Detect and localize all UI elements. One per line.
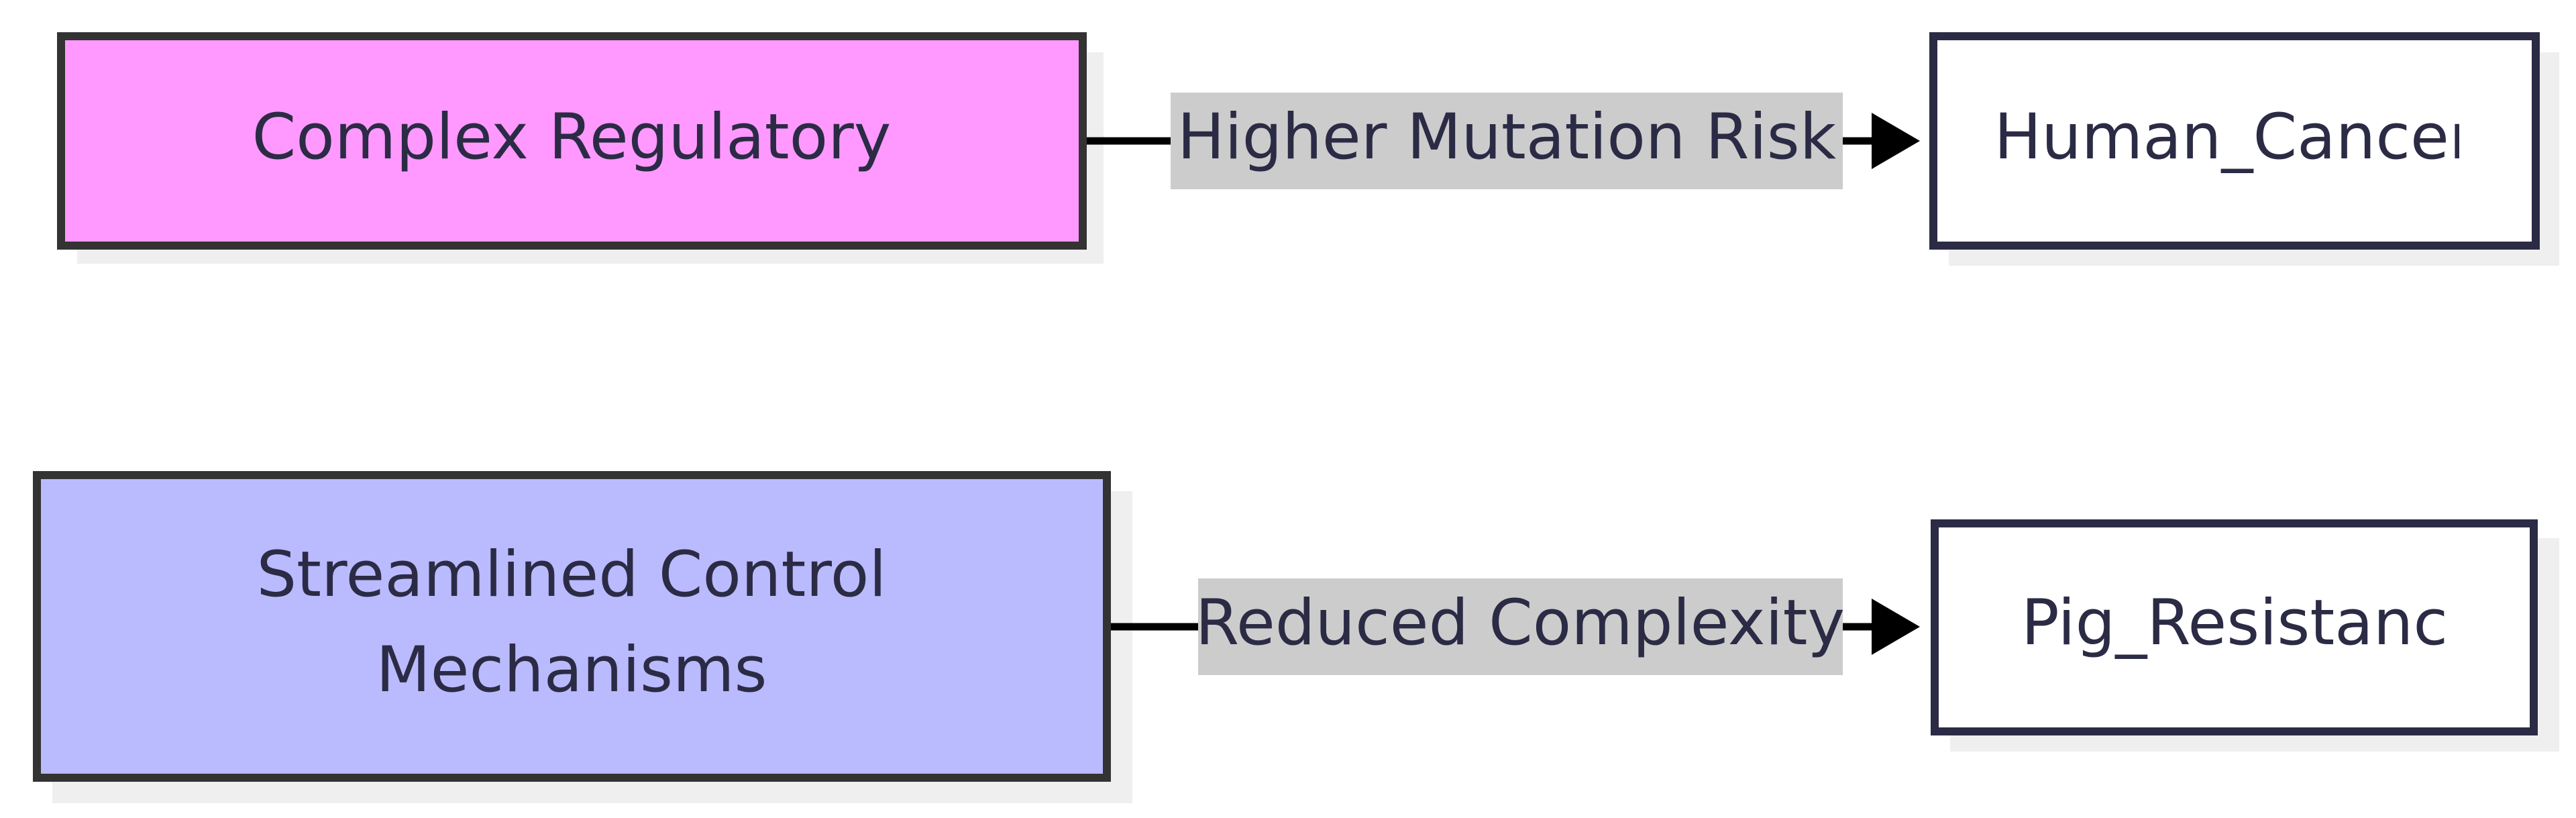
node-label: Pig_Resistanc: [2021, 586, 2448, 660]
arrow-head-icon: [1872, 599, 1920, 655]
edge-label-background: [1171, 93, 1843, 189]
node-label: Complex Regulatory: [252, 101, 892, 174]
edge-higher-mutation-risk: Higher Mutation Risk: [1087, 93, 1920, 189]
edge-reduced-complexity: Reduced Complexity: [1111, 578, 1920, 675]
node-streamlined-control[interactable]: Streamlined Control Mechanisms: [33, 471, 1132, 803]
node-box: [33, 471, 1111, 782]
node-box: [57, 32, 1087, 250]
arrow-head-icon: [1872, 113, 1920, 169]
node-complex-regulatory[interactable]: Complex Regulatory: [57, 32, 1104, 264]
edge-label-background: [1198, 578, 1843, 675]
node-box: [1929, 32, 2540, 250]
edge-label: Higher Mutation Risk: [1177, 101, 1837, 174]
node-label-line-2: Mechanisms: [376, 633, 767, 707]
node-pig-resistance[interactable]: Pig_Resistanc: [1931, 519, 2559, 752]
node-label: Human_Cancer: [1994, 101, 2475, 174]
node-box: [1931, 519, 2538, 735]
node-human-cancer[interactable]: Human_Cancer: [1929, 32, 2559, 266]
edge-label: Reduced Complexity: [1195, 586, 1845, 660]
node-label-line-1: Streamlined Control: [256, 538, 886, 611]
